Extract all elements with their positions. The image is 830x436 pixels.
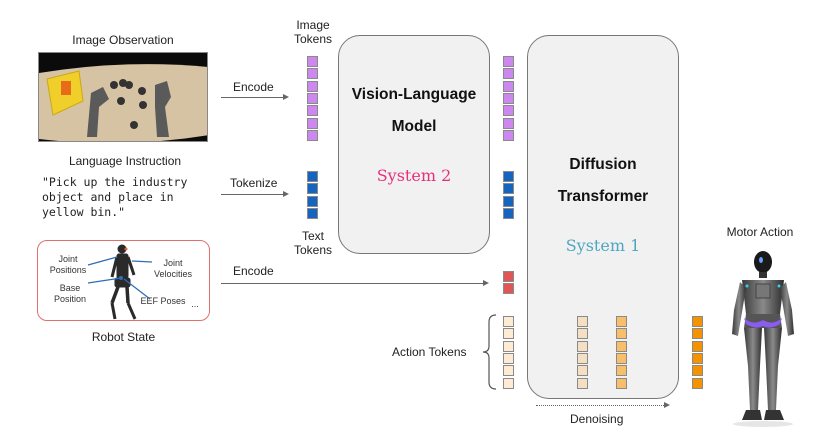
image-token — [307, 92, 318, 104]
motor-action-token — [692, 352, 703, 364]
diffusion-transformer-box: Diffusion Transformer System 1 — [527, 35, 679, 399]
text-token — [503, 207, 514, 219]
encode-image-arrow — [221, 93, 289, 100]
image-token — [503, 129, 514, 141]
image-token — [503, 56, 514, 67]
image-token — [307, 68, 318, 80]
language-instruction-line-2: object and place in — [42, 190, 174, 204]
robot-skeleton-icon — [87, 244, 153, 320]
image-token — [503, 92, 514, 104]
action-token — [577, 316, 588, 327]
action-token — [616, 365, 627, 377]
denoising-arrow — [536, 401, 670, 408]
image-token — [307, 117, 318, 129]
action-token — [503, 365, 514, 377]
robot-state-title: Robot State — [91, 330, 156, 344]
motor-action-token — [692, 365, 703, 377]
text-token — [503, 183, 514, 195]
action-token — [503, 352, 514, 364]
text-tokens-label: Text Tokens — [293, 229, 333, 257]
action-token — [503, 316, 514, 327]
joint-velocities-label: Joint Velocities — [153, 258, 193, 279]
motor-action-title: Motor Action — [726, 225, 794, 239]
text-token — [503, 171, 514, 182]
action-tokens-label: Action Tokens — [392, 345, 467, 359]
image-token — [307, 129, 318, 141]
robot-state-panel: Joint Positions Joint Velocities Base Po… — [37, 240, 210, 321]
text-token — [503, 195, 514, 207]
action-token — [577, 352, 588, 364]
state-token — [503, 271, 514, 282]
image-token — [307, 105, 318, 117]
eef-poses-label: EEF Poses — [140, 296, 186, 306]
action-token — [616, 316, 627, 327]
language-instruction-title: Language Instruction — [68, 154, 182, 168]
vlm-title-line-1: Vision-Language — [351, 86, 477, 103]
motor-action-token — [692, 377, 703, 389]
action-token — [503, 328, 514, 340]
encode-state-label: Encode — [233, 264, 274, 278]
action-token — [616, 340, 627, 352]
image-token — [307, 80, 318, 92]
encode-image-label: Encode — [233, 80, 274, 94]
text-token — [307, 183, 318, 195]
image-observation-photo — [38, 52, 208, 142]
action-token — [577, 340, 588, 352]
denoising-label: Denoising — [570, 412, 624, 426]
text-token — [307, 207, 318, 219]
vlm-title-line-2: Model — [391, 118, 437, 135]
language-instruction-line-1: "Pick up the industry — [42, 175, 188, 189]
image-tokens-label: Image Tokens — [293, 18, 333, 46]
image-token — [503, 68, 514, 80]
action-token — [503, 340, 514, 352]
image-token — [307, 56, 318, 67]
image-token — [503, 80, 514, 92]
tokenize-label: Tokenize — [230, 176, 278, 190]
text-token — [307, 195, 318, 207]
image-token — [503, 117, 514, 129]
action-tokens-brace-icon — [482, 314, 497, 390]
action-token — [616, 352, 627, 364]
image-token — [503, 105, 514, 117]
joint-positions-label: Joint Positions — [49, 254, 87, 275]
motor-action-token — [692, 340, 703, 352]
action-token — [577, 377, 588, 389]
system-1-label: System 1 — [565, 236, 641, 255]
encode-state-arrow — [221, 279, 489, 286]
image-observation-title: Image Observation — [72, 33, 174, 47]
humanoid-robot-icon — [732, 251, 794, 427]
motor-action-token — [692, 316, 703, 327]
action-token — [616, 328, 627, 340]
dit-title-line-1: Diffusion — [569, 156, 637, 173]
tokenize-arrow — [221, 190, 289, 197]
action-token — [616, 377, 627, 389]
system-2-label: System 2 — [376, 166, 452, 185]
state-token — [503, 283, 514, 295]
action-token — [503, 377, 514, 389]
base-position-label: Base Position — [53, 283, 87, 304]
motor-action-token — [692, 328, 703, 340]
more-states-ellipsis: ... — [191, 299, 199, 309]
language-instruction-line-3: yellow bin." — [42, 205, 126, 219]
dit-title-line-2: Transformer — [557, 188, 649, 205]
action-token — [577, 365, 588, 377]
text-token — [307, 171, 318, 182]
vision-language-model-box: Vision-Language Model System 2 — [338, 35, 490, 254]
action-token — [577, 328, 588, 340]
